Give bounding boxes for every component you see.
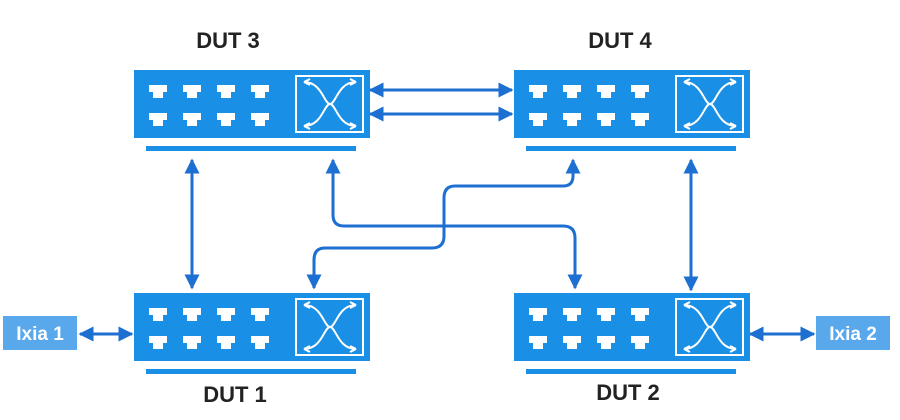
network-switch-icon bbox=[514, 70, 750, 138]
dut1-switch: DUT 1 bbox=[134, 293, 370, 407]
link-dut3-dut2 bbox=[325, 158, 583, 290]
network-switch-icon bbox=[134, 293, 370, 361]
dut3-base-bar bbox=[146, 146, 356, 151]
network-switch-icon bbox=[514, 293, 750, 361]
dut4-base-bar bbox=[526, 146, 736, 151]
dut3-label: DUT 3 bbox=[196, 28, 260, 53]
link-dut4-dut1 bbox=[306, 158, 581, 290]
ixia1-box bbox=[3, 316, 77, 350]
ixia2-label: Ixia 2 bbox=[829, 324, 877, 345]
dut2-label: DUT 2 bbox=[596, 380, 660, 405]
dut3-switch: DUT 3 bbox=[134, 28, 370, 151]
dut4-label: DUT 4 bbox=[588, 28, 652, 53]
links bbox=[78, 82, 816, 342]
network-switch-icon bbox=[134, 70, 370, 138]
dut2-base-bar bbox=[526, 369, 736, 374]
ixia1-tester: Ixia 1 bbox=[3, 316, 77, 350]
dut1-base-bar bbox=[146, 369, 356, 374]
ixia2-tester: Ixia 2 bbox=[816, 316, 890, 350]
ixia2-box bbox=[816, 316, 890, 350]
dut2-switch: DUT 2 bbox=[514, 293, 750, 405]
dut4-switch: DUT 4 bbox=[514, 28, 750, 151]
ixia1-label: Ixia 1 bbox=[16, 324, 64, 345]
dut1-label: DUT 1 bbox=[203, 382, 267, 407]
